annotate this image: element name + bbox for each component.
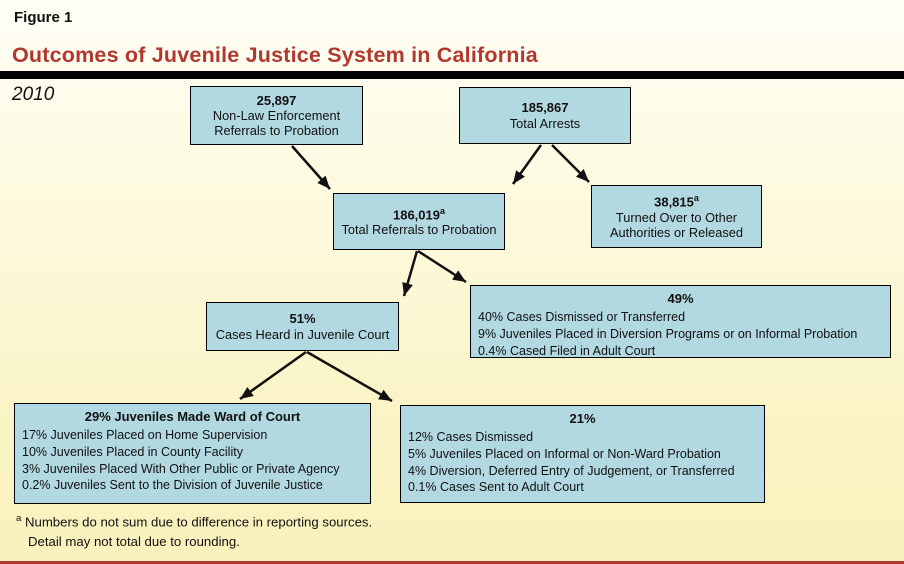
arrow-referrals-to-heard bbox=[402, 250, 419, 297]
detail-line: 0.2% Juveniles Sent to the Division of J… bbox=[22, 478, 323, 493]
detail-line: 10% Juveniles Placed in County Facility bbox=[22, 444, 243, 459]
detail-line: 5% Juveniles Placed on Informal or Non-W… bbox=[408, 446, 721, 461]
box-dismissed-49-details: 40% Cases Dismissed or Transferred 9% Ju… bbox=[471, 309, 890, 359]
box-turned-over-label: Turned Over to Other Authorities or Rele… bbox=[609, 209, 744, 240]
box-cases-heard-value: 51% bbox=[289, 311, 316, 327]
footnote-marker-a: a bbox=[439, 205, 445, 216]
detail-line: 4% Diversion, Deferred Entry of Judgemen… bbox=[408, 463, 735, 478]
arrow-nonlaw-to-referrals bbox=[291, 145, 331, 190]
box-turned-over: 38,815a Turned Over to Other Authorities… bbox=[591, 185, 762, 248]
box-dismissed-49: 49% 40% Cases Dismissed or Transferred 9… bbox=[470, 285, 891, 358]
box-turned-over-number: 38,815 bbox=[654, 194, 694, 210]
footnote-line-1: a Numbers do not sum due to difference i… bbox=[16, 512, 372, 532]
box-dismissed-49-heading: 49% bbox=[667, 291, 694, 306]
detail-line: 12% Cases Dismissed bbox=[408, 430, 534, 445]
box-total-arrests-label: Total Arrests bbox=[509, 115, 581, 131]
box-non-law-referrals-value: 25,897 bbox=[256, 92, 297, 108]
box-cases-heard-label: Cases Heard in Juvenile Court bbox=[215, 326, 390, 342]
arrow-referrals-to-dismissed bbox=[417, 249, 467, 284]
box-nonward-21-heading: 21% bbox=[569, 411, 596, 426]
footnote-text-1: Numbers do not sum due to difference in … bbox=[24, 514, 373, 530]
box-nonward-21: 21% 12% Cases Dismissed 5% Juveniles Pla… bbox=[400, 405, 765, 503]
box-nonward-21-details: 12% Cases Dismissed 5% Juveniles Placed … bbox=[401, 429, 764, 496]
figure-label: Figure 1 bbox=[14, 9, 73, 26]
title-rule bbox=[0, 71, 904, 79]
footnote-marker-a: a bbox=[16, 513, 22, 524]
detail-line: 9% Juveniles Placed in Diversion Program… bbox=[478, 326, 858, 341]
box-total-referrals-number: 186,019 bbox=[392, 206, 440, 222]
footnote-line-2: Detail may not total due to rounding. bbox=[28, 534, 240, 550]
footnote-marker-a: a bbox=[693, 193, 699, 204]
box-non-law-referrals: 25,897 Non-Law Enforcement Referrals to … bbox=[190, 86, 363, 145]
figure-title: Outcomes of Juvenile Justice System in C… bbox=[12, 43, 538, 67]
detail-line: 40% Cases Dismissed or Transferred bbox=[478, 310, 686, 325]
box-ward-29-details: 17% Juveniles Placed on Home Supervision… bbox=[15, 427, 370, 494]
arrow-arrests-to-turned-over bbox=[551, 144, 590, 183]
box-turned-over-value: 38,815a bbox=[654, 193, 699, 210]
box-non-law-referrals-label: Non-Law Enforcement Referrals to Probati… bbox=[212, 108, 341, 139]
detail-line: 0.4% Cased Filed in Adult Court bbox=[478, 343, 656, 358]
box-total-referrals: 186,019a Total Referrals to Probation bbox=[333, 193, 505, 250]
arrow-heard-to-nonward bbox=[306, 350, 393, 403]
detail-line: 17% Juveniles Placed on Home Supervision bbox=[22, 428, 268, 443]
box-total-arrests: 185,867 Total Arrests bbox=[459, 87, 631, 144]
box-total-arrests-value: 185,867 bbox=[521, 100, 569, 116]
bottom-rule bbox=[0, 561, 904, 564]
arrow-arrests-to-referrals bbox=[511, 144, 543, 185]
detail-line: 3% Juveniles Placed With Other Public or… bbox=[22, 461, 340, 476]
box-ward-29-heading: 29% Juveniles Made Ward of Court bbox=[84, 409, 301, 424]
box-ward-29: 29% Juveniles Made Ward of Court 17% Juv… bbox=[14, 403, 371, 504]
box-cases-heard: 51% Cases Heard in Juvenile Court bbox=[206, 302, 399, 351]
box-total-referrals-label: Total Referrals to Probation bbox=[341, 222, 497, 238]
footnote: a Numbers do not sum due to difference i… bbox=[16, 512, 372, 552]
year-label: 2010 bbox=[12, 84, 55, 105]
detail-line: 0.1% Cases Sent to Adult Court bbox=[408, 480, 584, 495]
box-total-referrals-value: 186,019a bbox=[393, 206, 445, 223]
arrow-heard-to-ward bbox=[239, 350, 307, 401]
